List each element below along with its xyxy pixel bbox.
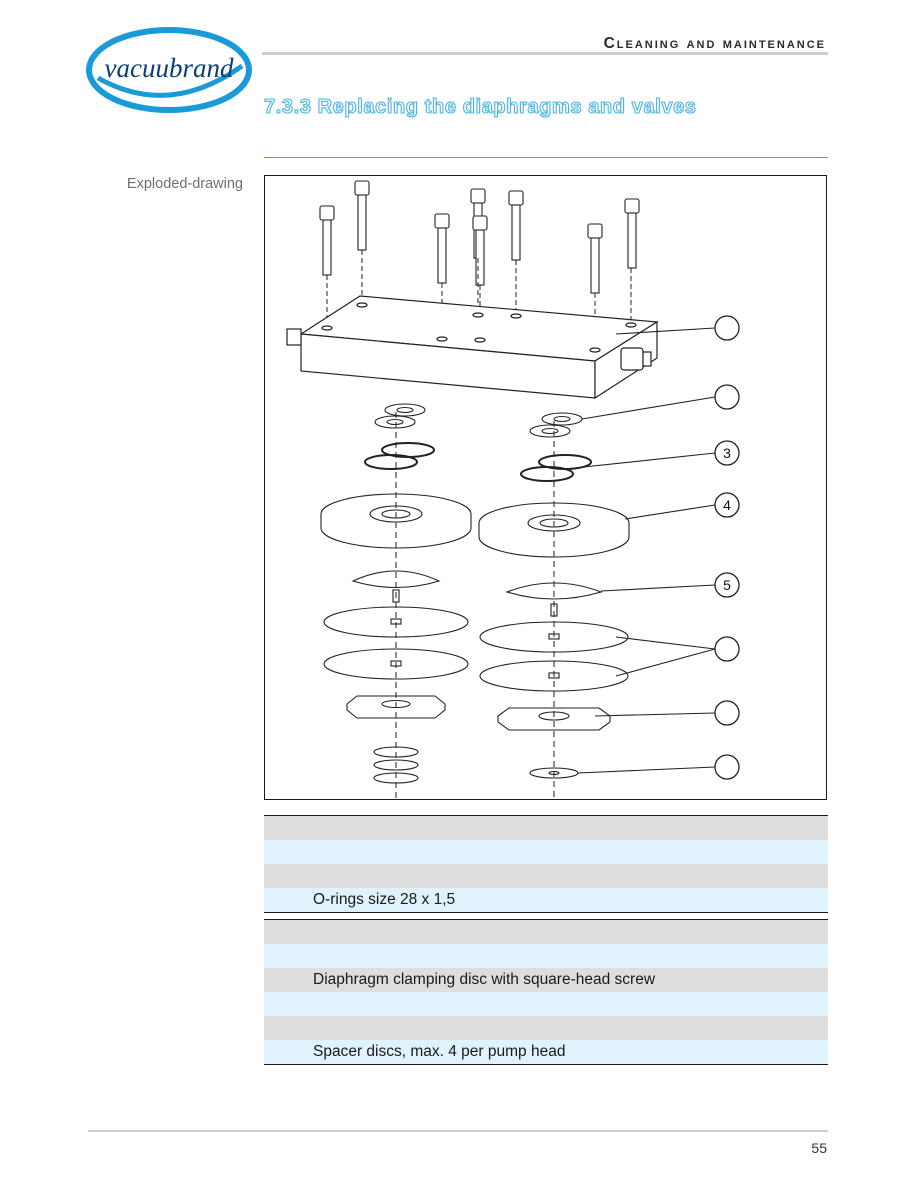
section-title: Cleaning and maintenance xyxy=(603,35,826,52)
legend-row xyxy=(264,816,828,840)
side-label: Exploded-drawing xyxy=(126,176,243,192)
legend-row xyxy=(264,864,828,888)
legend-row xyxy=(264,1016,828,1040)
header-rule xyxy=(262,52,828,55)
legend-row: Spacer discs, max. 4 per pump head xyxy=(264,1040,828,1064)
legend-row: Diaphragm clamping disc with square-head… xyxy=(264,968,828,992)
screw xyxy=(434,213,450,284)
legend-row xyxy=(264,920,828,944)
vacuubrand-logo: vacuubrand xyxy=(86,26,252,114)
callout-4 xyxy=(714,492,740,518)
footer-rule xyxy=(88,1130,828,1132)
legend-group-1: O-rings size 28 x 1,5 xyxy=(264,815,828,913)
legend-row xyxy=(264,992,828,1016)
legend-row xyxy=(264,944,828,968)
callout-8 xyxy=(714,754,740,780)
screw xyxy=(354,180,370,251)
exploded-drawing-svg: 3 4 5 xyxy=(286,180,740,798)
legend-group-2: Diaphragm clamping disc with square-head… xyxy=(264,919,828,1065)
legend-table: O-rings size 28 x 1,5 Diaphragm clamping… xyxy=(264,815,828,1065)
callout-3 xyxy=(714,440,740,466)
legend-row: O-rings size 28 x 1,5 xyxy=(264,888,828,912)
screw xyxy=(587,223,603,294)
logo-text: vacuubrand xyxy=(104,53,234,83)
callout-label-5: 5 xyxy=(723,577,731,593)
screw xyxy=(319,205,335,276)
heading-rule xyxy=(264,157,828,158)
callout-2 xyxy=(714,384,740,410)
legend-row xyxy=(264,840,828,864)
callout-6 xyxy=(714,636,740,662)
page-heading: 7.3.3 Replacing the diaphragms and valve… xyxy=(263,95,697,118)
callout-label-4: 4 xyxy=(723,497,731,513)
screw xyxy=(624,198,640,269)
screw xyxy=(508,190,524,261)
page-number: 55 xyxy=(811,1140,827,1156)
callout-7 xyxy=(714,700,740,726)
callout-label-3: 3 xyxy=(723,445,731,461)
callout-5 xyxy=(714,572,740,598)
pump-head-block xyxy=(286,295,659,400)
callout-1 xyxy=(714,315,740,341)
exploded-drawing: 3 4 5 xyxy=(264,175,827,800)
